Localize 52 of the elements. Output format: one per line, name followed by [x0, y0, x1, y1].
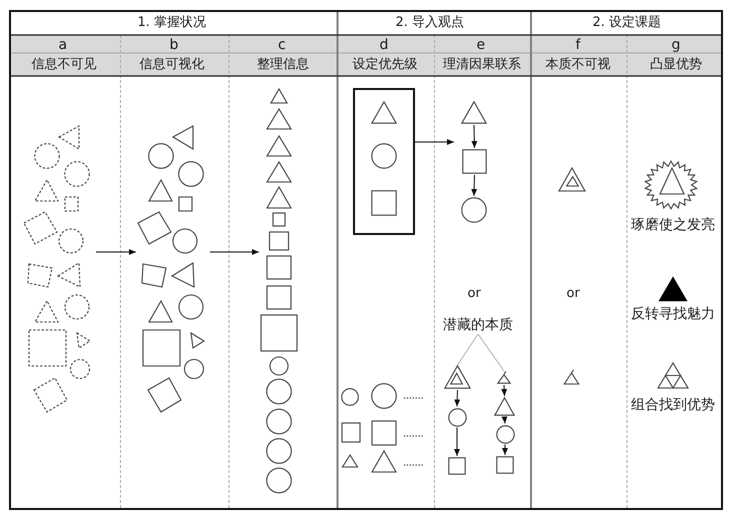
column-letter: d	[380, 36, 388, 53]
square-shape	[371, 190, 397, 216]
circle-shape	[496, 424, 514, 444]
column-heading: 整理信息	[257, 58, 309, 72]
leader-line	[457, 334, 478, 366]
annotation-text: 潜藏的本质	[443, 317, 513, 334]
arrow	[471, 124, 478, 148]
arrow	[96, 249, 136, 255]
section-heading: 2. 设定课题	[592, 16, 662, 30]
arrow	[502, 416, 508, 424]
triangle-shape	[371, 101, 397, 124]
square-shape	[496, 456, 514, 474]
arrow	[210, 249, 260, 255]
group-box	[353, 88, 415, 235]
column-letter: g	[672, 36, 680, 53]
icon-caption: 组合找到优势	[631, 397, 715, 414]
dashed-shapes-drawing	[23, 125, 92, 414]
square-shape	[462, 149, 487, 174]
arrow	[454, 427, 460, 456]
arrow	[502, 444, 508, 456]
column-heading: 本质不可视	[546, 58, 610, 72]
arrow	[501, 384, 508, 396]
circle-shape	[371, 143, 397, 169]
column-letter: f	[576, 36, 580, 53]
square-shape	[448, 457, 466, 475]
shapes-drawing	[137, 125, 206, 414]
circle-shape	[461, 197, 487, 223]
column-letter: e	[476, 36, 486, 53]
circle-shape	[448, 408, 466, 426]
column-heading: 设定优先级	[352, 58, 418, 72]
section-heading: 1. 掌握状况	[138, 16, 206, 30]
marked-triangle-shape	[497, 371, 511, 384]
or-label: or	[566, 286, 580, 302]
column-heading: 信息可视化	[140, 58, 204, 72]
arrow	[414, 139, 454, 145]
or-label: or	[468, 286, 481, 302]
column-heading: 凸显优势	[650, 58, 702, 72]
triangle-shape	[494, 397, 515, 416]
column-heading: 信息不可见	[32, 58, 96, 72]
column-heading: 理清因果联系	[443, 58, 521, 72]
column-letter: c	[278, 36, 286, 53]
section-heading: 2. 导入观点	[396, 16, 464, 30]
column-letter: a	[58, 36, 68, 53]
triangle-shape	[461, 101, 487, 124]
column-letter: b	[170, 36, 178, 53]
double-triangle-shape	[444, 365, 471, 389]
sorted-shapes-drawing	[260, 88, 298, 494]
icon-caption: 反转寻找魅力	[631, 306, 715, 322]
arrow	[454, 390, 460, 407]
leader-line	[478, 334, 504, 372]
arrow	[471, 174, 478, 196]
icon-caption: 琢磨使之发亮	[631, 217, 715, 234]
